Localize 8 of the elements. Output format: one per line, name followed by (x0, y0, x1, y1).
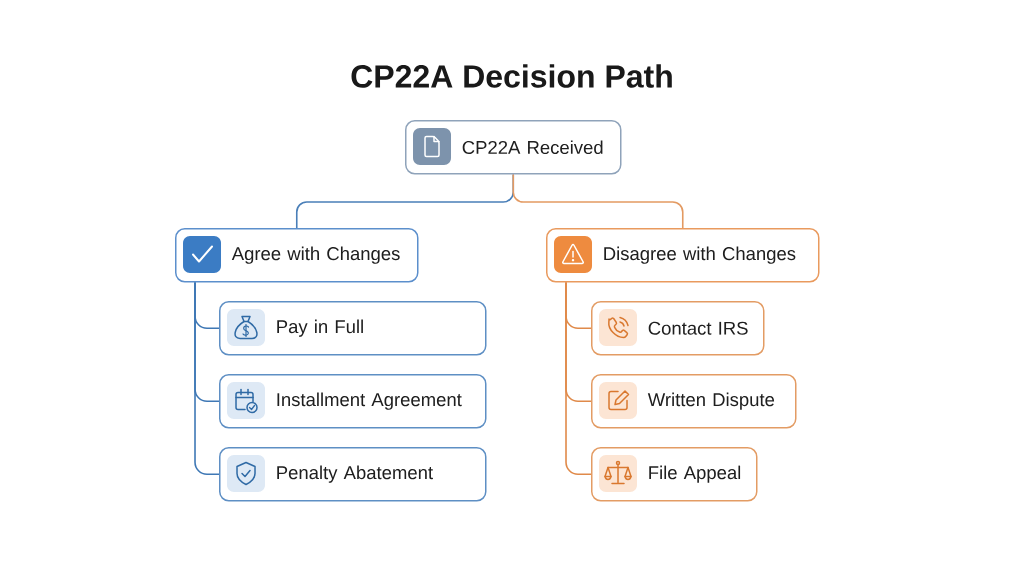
option-box: Installment Agreement (219, 374, 487, 429)
connector-line (512, 173, 684, 229)
option-box: Pay in Full (219, 301, 487, 356)
branch-box: Disagree with Changes (546, 228, 820, 283)
connector-line (194, 281, 220, 476)
option-box: Penalty Abatement (219, 447, 487, 502)
connector-line (565, 281, 592, 476)
title: CP22A Decision Path (351, 64, 672, 88)
